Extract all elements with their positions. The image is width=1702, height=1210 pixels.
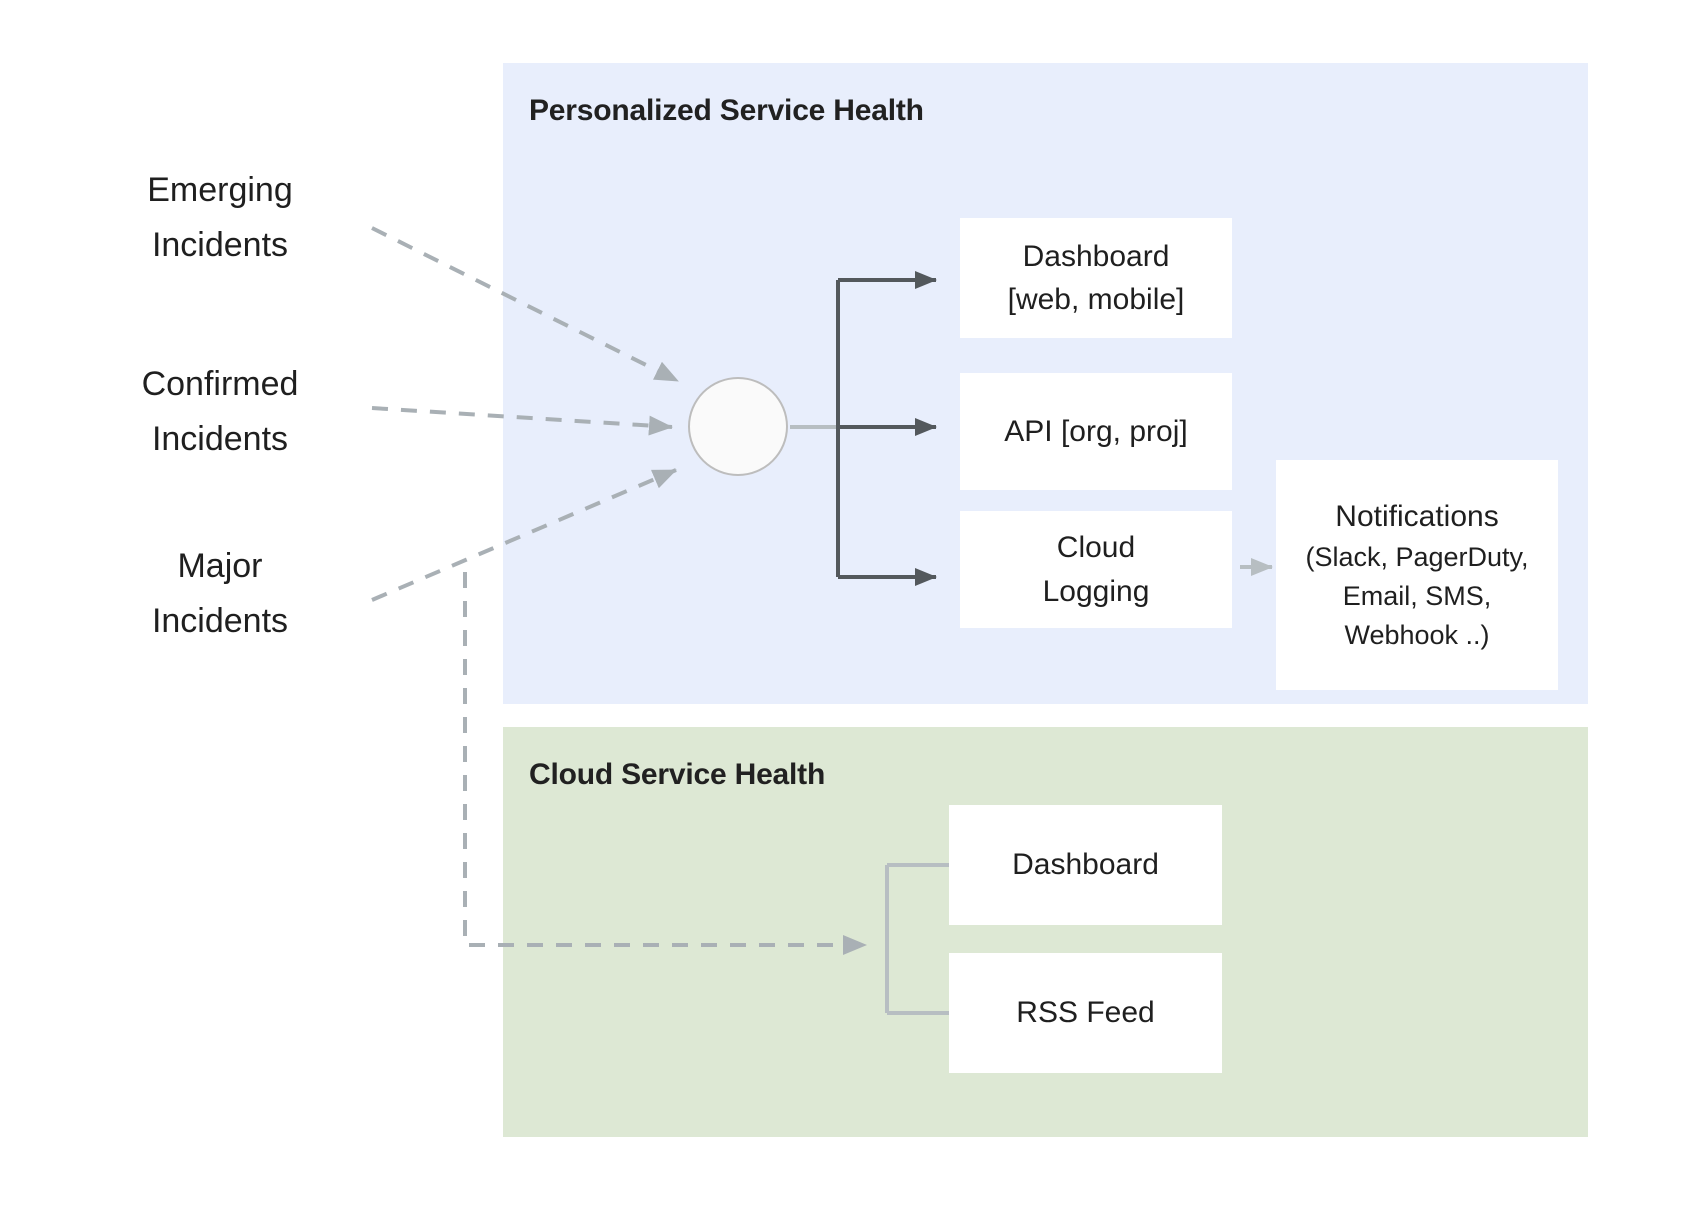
node-api-org-proj-label: API [org, proj] [1004, 414, 1188, 448]
node-cloud-logging-label: Cloud Logging [1042, 531, 1150, 608]
node-dashboard-web-mobile-label: Dashboard [web, mobile] [1007, 239, 1185, 317]
node-api-org-proj[interactable]: API [org, proj] [960, 373, 1232, 490]
node-rss-feed-label: RSS Feed [1016, 996, 1155, 1030]
node-cloud-logging[interactable]: Cloud Logging [960, 511, 1232, 628]
node-rss-feed[interactable]: RSS Feed [949, 953, 1222, 1073]
node-cloud-dashboard[interactable]: Dashboard [949, 805, 1222, 925]
panel-cloud-service-health: Cloud Service Health [503, 727, 1588, 1137]
node-cloud-dashboard-label: Dashboard [1012, 848, 1159, 882]
source-label-confirmed-incidents: Confirmed Incidents [141, 365, 299, 459]
node-notifications[interactable]: Notifications (Slack, PagerDuty, Email, S… [1276, 460, 1558, 690]
source-label-major-incidents: Major Incidents [151, 547, 289, 641]
aggregation-hub-node[interactable] [688, 377, 788, 476]
panel-title-cloud-service-health: Cloud Service Health [529, 758, 826, 791]
source-label-emerging-incidents: Emerging Incidents [147, 171, 293, 265]
node-notifications-channels: (Slack, PagerDuty, Email, SMS, Webhook .… [1305, 542, 1529, 651]
node-dashboard-web-mobile[interactable]: Dashboard [web, mobile] [960, 218, 1232, 338]
panel-title-personalized-service-health: Personalized Service Health [529, 94, 924, 127]
node-notifications-title: Notifications [1335, 499, 1499, 533]
node-notifications-text: Notifications (Slack, PagerDuty, Email, S… [1305, 495, 1528, 656]
